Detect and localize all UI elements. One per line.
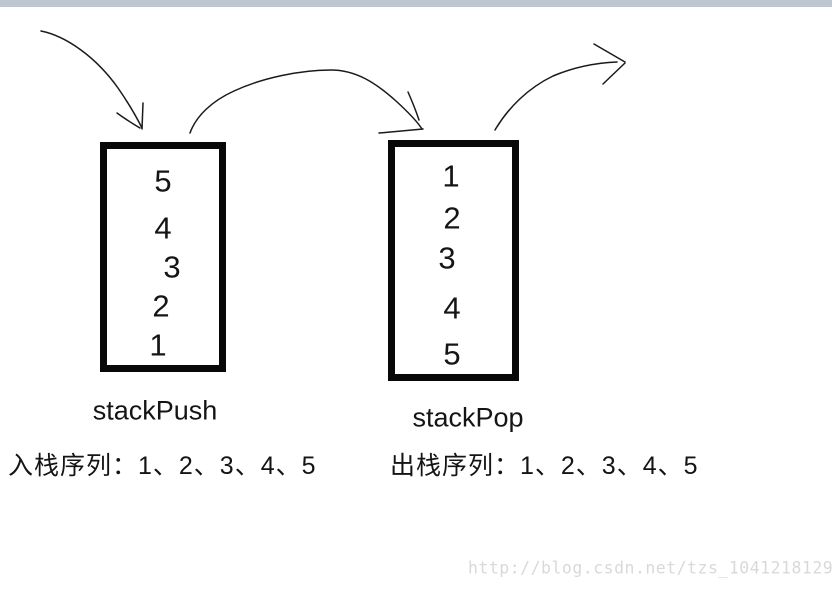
transfer-arrow-icon	[189, 69, 424, 134]
pop-stack-item: 1	[442, 158, 460, 194]
pop-sequence-text: 出栈序列：1、2、3、4、5	[390, 452, 699, 480]
top-edge-bar	[0, 0, 832, 7]
pop-stack-item: 5	[443, 336, 461, 372]
pop-stack-item: 4	[443, 290, 461, 326]
push-arrow-icon	[40, 30, 144, 130]
push-stack-label: stackPush	[92, 395, 218, 426]
push-stack-item: 3	[163, 249, 181, 285]
pop-stack-label: stackPop	[412, 402, 524, 433]
push-stack-item: 5	[154, 163, 172, 199]
push-sequence-text: 入栈序列：1、2、3、4、5	[8, 452, 317, 480]
watermark-url: http://blog.csdn.net/tzs_1041218129	[468, 558, 832, 578]
push-stack-item: 2	[152, 288, 170, 324]
pop-arrow-icon	[494, 43, 626, 131]
pop-stack-item: 2	[443, 200, 461, 236]
push-stack-box	[100, 142, 226, 372]
push-stack-item: 1	[149, 327, 167, 363]
pop-stack-box	[388, 140, 519, 381]
pop-stack-item: 3	[438, 240, 456, 276]
push-stack-item: 4	[154, 210, 172, 246]
